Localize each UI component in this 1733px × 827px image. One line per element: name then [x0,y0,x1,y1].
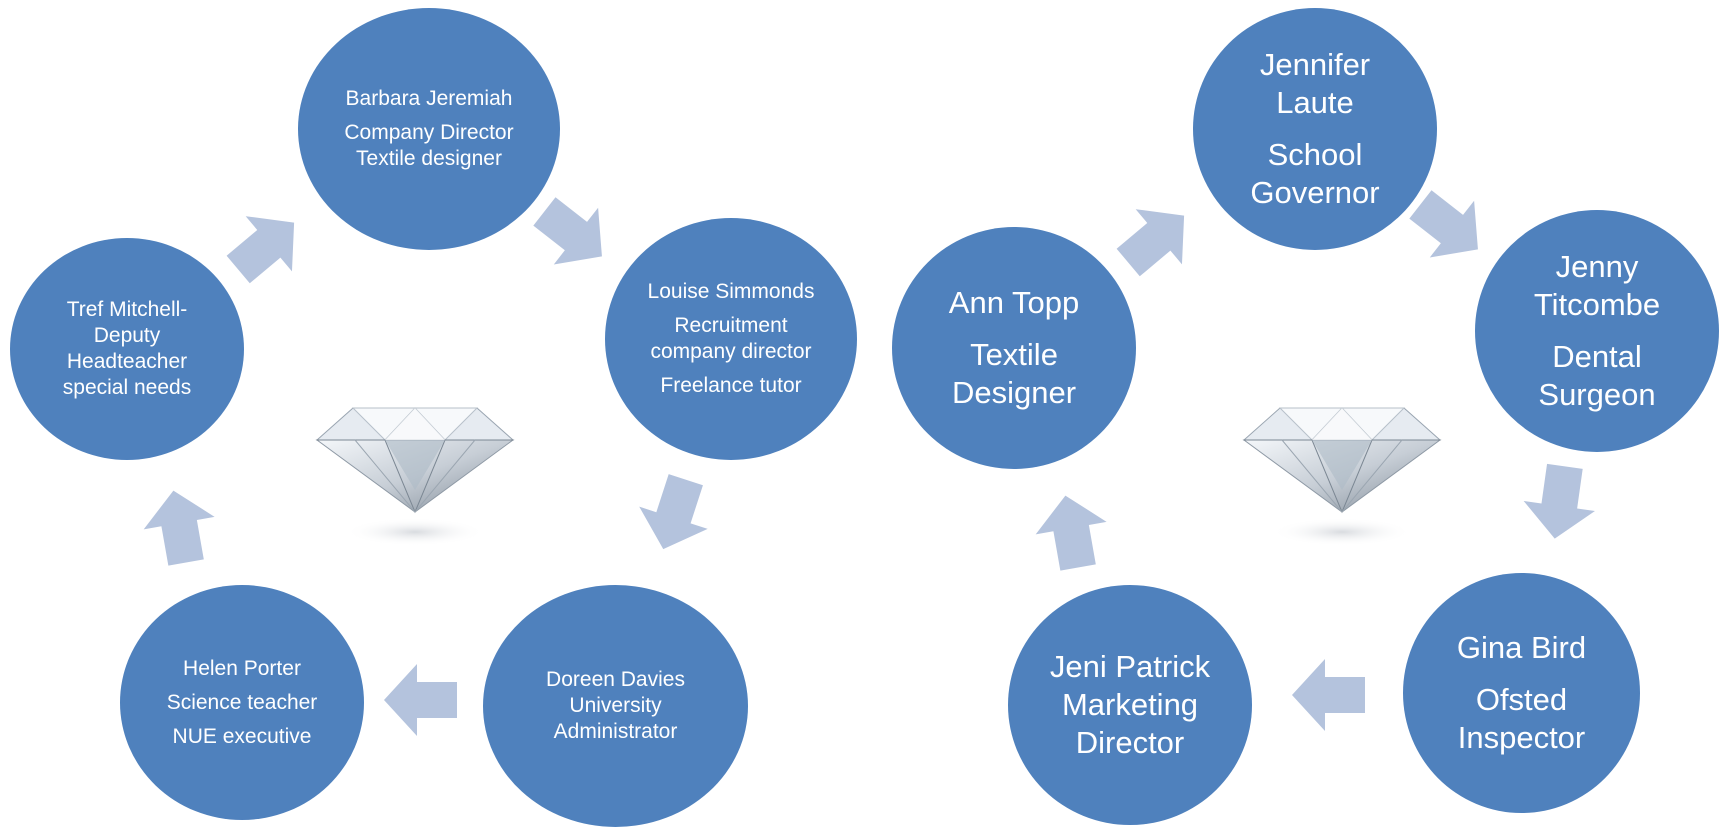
node-text: Titcombe [1533,287,1661,322]
node-text: Science teacher [166,690,318,714]
node-tref-mitchell: Tref Mitchell- Deputy Headteacher specia… [10,238,244,460]
node-text: Textile [970,337,1058,372]
arrow-helen-to-tref [143,490,215,566]
node-text: Jeni Patrick [1049,649,1211,684]
node-text: Textile designer [356,147,502,170]
node-text: School [1267,137,1363,172]
node-text: Designer [951,375,1077,410]
node-text: Surgeon [1538,377,1656,412]
arrow-doreen-to-helen [384,664,457,736]
node-louise-simmonds: Louise Simmonds Recruitment company dire… [605,218,857,460]
node-text: Deputy [93,324,161,347]
arrow-ann-to-jennifer [1116,209,1185,277]
diamond-icon [1242,407,1442,546]
node-text: Marketing [1061,687,1199,722]
arrow-jenny-to-gina [1523,463,1595,539]
node-jennifer-laute: Jennifer Laute School Governor [1193,8,1437,250]
node-text: Ofsted [1475,682,1568,717]
node-gina-bird: Gina Bird Ofsted Inspector [1403,573,1640,813]
node-text: Doreen Davies [546,668,685,691]
node-text: special needs [62,376,192,399]
node-text: Laute [1276,85,1354,120]
node-text: Inspector [1457,720,1586,755]
node-text: Jennifer [1259,47,1371,82]
arrow-louise-to-doreen [639,474,708,550]
node-text: Recruitment [674,314,788,337]
arrow-jennifer-to-jenny [1409,190,1478,258]
node-barbara-jeremiah: Barbara Jeremiah Company Director Textil… [298,8,560,250]
node-text: Louise Simmonds [647,280,815,303]
node-text: Company Director [344,121,514,144]
node-ann-topp: Ann Topp Textile Designer [892,227,1136,469]
node-text: University [569,694,662,717]
node-text: Headteacher [66,350,188,373]
node-helen-porter: Helen Porter Science teacher NUE executi… [120,585,364,820]
node-text: Administrator [553,720,678,743]
node-text: Gina Bird [1456,630,1587,665]
arrow-gina-to-jeni [1292,659,1365,731]
node-text: Director [1075,725,1185,760]
node-doreen-davies: Doreen Davies University Administrator [483,585,748,827]
node-text: Dental [1552,339,1642,374]
node-text: NUE executive [172,724,312,748]
diamond-icon [315,407,515,546]
arrow-barbara-to-louise [533,197,602,265]
node-text: Helen Porter [183,656,301,680]
node-text: Tref Mitchell- [66,298,188,321]
node-text: Jenny [1555,249,1639,284]
node-text: Freelance tutor [660,374,802,397]
node-text: Governor [1250,175,1380,210]
node-text: Ann Topp [948,285,1080,320]
node-jenny-titcombe: Jenny Titcombe Dental Surgeon [1475,210,1719,452]
arrow-tref-to-barbara [226,216,295,284]
node-text: Barbara Jeremiah [345,87,513,110]
node-jeni-patrick: Jeni Patrick Marketing Director [1008,585,1252,825]
arrow-jeni-to-ann [1035,495,1107,571]
node-text: company director [650,340,812,363]
